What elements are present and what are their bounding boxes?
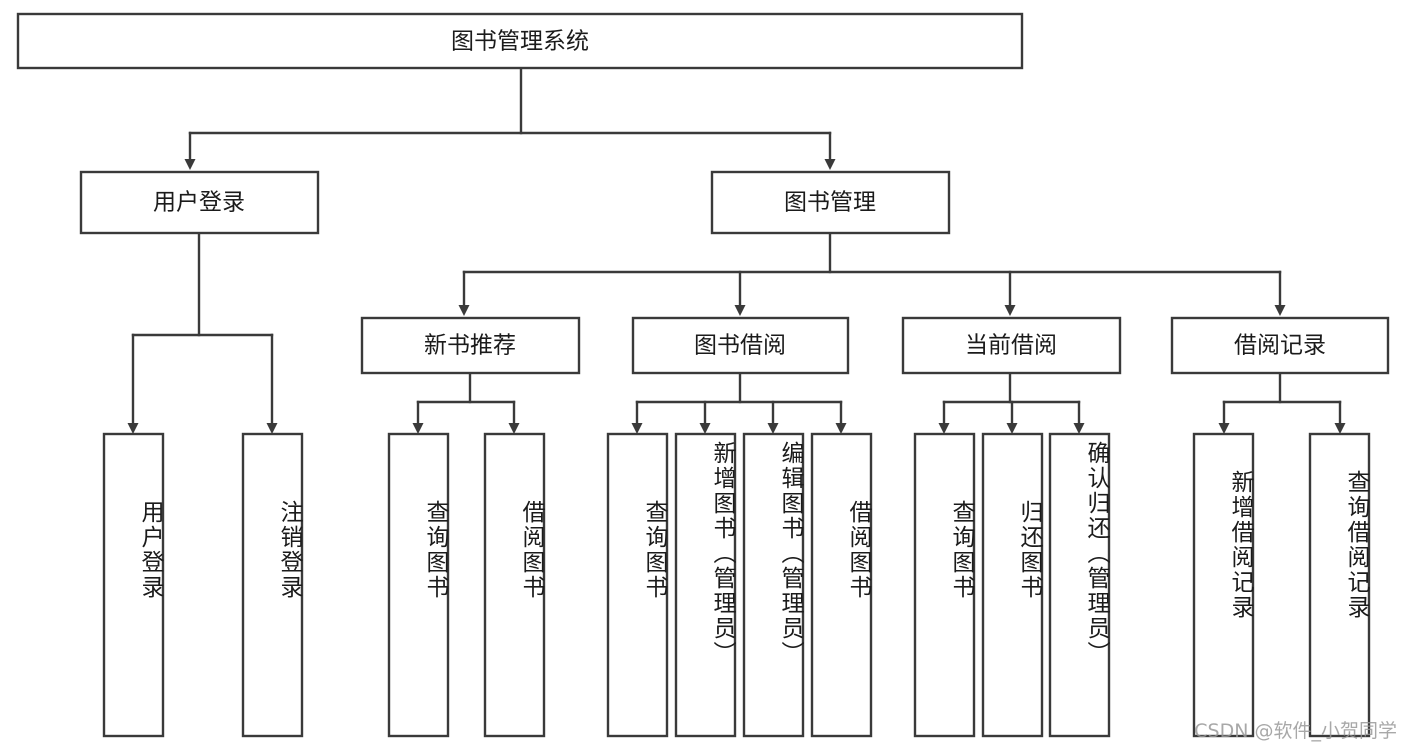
node-current-borrow[interactable]: 当前借阅	[901, 316, 1122, 375]
leaf-box-add-record[interactable]	[1192, 432, 1255, 738]
connector-currentborrow-to-leaves	[938, 371, 1085, 434]
node-book-borrow-label: 图书借阅	[694, 333, 786, 359]
leaf-box-query-record[interactable]	[1308, 432, 1371, 738]
connector-userlogin-to-leaves	[127, 231, 278, 434]
node-new-book-recommend[interactable]: 新书推荐	[360, 316, 581, 375]
leaf-box-confirm-return[interactable]	[1048, 432, 1111, 738]
node-user-login[interactable]: 用户登录	[79, 170, 320, 235]
leaf-box-query-book-3[interactable]	[913, 432, 976, 738]
connector-root-to-level2	[184, 66, 836, 170]
node-book-management[interactable]: 图书管理	[710, 170, 951, 235]
connector-bookborrow-to-leaves	[631, 371, 847, 434]
node-root[interactable]: 图书管理系统	[16, 12, 1024, 70]
leaf-box-borrow-book-2[interactable]	[810, 432, 873, 738]
node-new-book-recommend-label: 新书推荐	[424, 333, 516, 359]
node-root-label: 图书管理系统	[451, 29, 589, 55]
leaf-box-add-book[interactable]	[674, 432, 737, 738]
leaf-box-borrow-book-1[interactable]	[483, 432, 546, 738]
leaf-box-user-login[interactable]	[102, 432, 165, 738]
node-borrow-record-label: 借阅记录	[1234, 333, 1326, 359]
connector-borrowrecord-to-leaves	[1218, 371, 1346, 434]
node-book-borrow[interactable]: 图书借阅	[631, 316, 850, 375]
connector-newbook-to-leaves	[412, 371, 520, 434]
watermark-text: CSDN @软件_小贺同学	[1194, 720, 1397, 742]
node-borrow-record[interactable]: 借阅记录	[1170, 316, 1390, 375]
leaf-boxes	[102, 432, 1371, 738]
leaf-box-edit-book[interactable]	[742, 432, 805, 738]
node-book-management-label: 图书管理	[784, 190, 876, 216]
leaf-box-return-book[interactable]	[981, 432, 1044, 738]
leaf-box-query-book-2[interactable]	[606, 432, 669, 738]
node-user-login-label: 用户登录	[153, 190, 245, 216]
connector-bookmgmt-to-level3	[458, 231, 1286, 316]
leaf-box-logout-login[interactable]	[241, 432, 304, 738]
leaf-box-query-book-1[interactable]	[387, 432, 450, 738]
node-current-borrow-label: 当前借阅	[965, 333, 1057, 359]
